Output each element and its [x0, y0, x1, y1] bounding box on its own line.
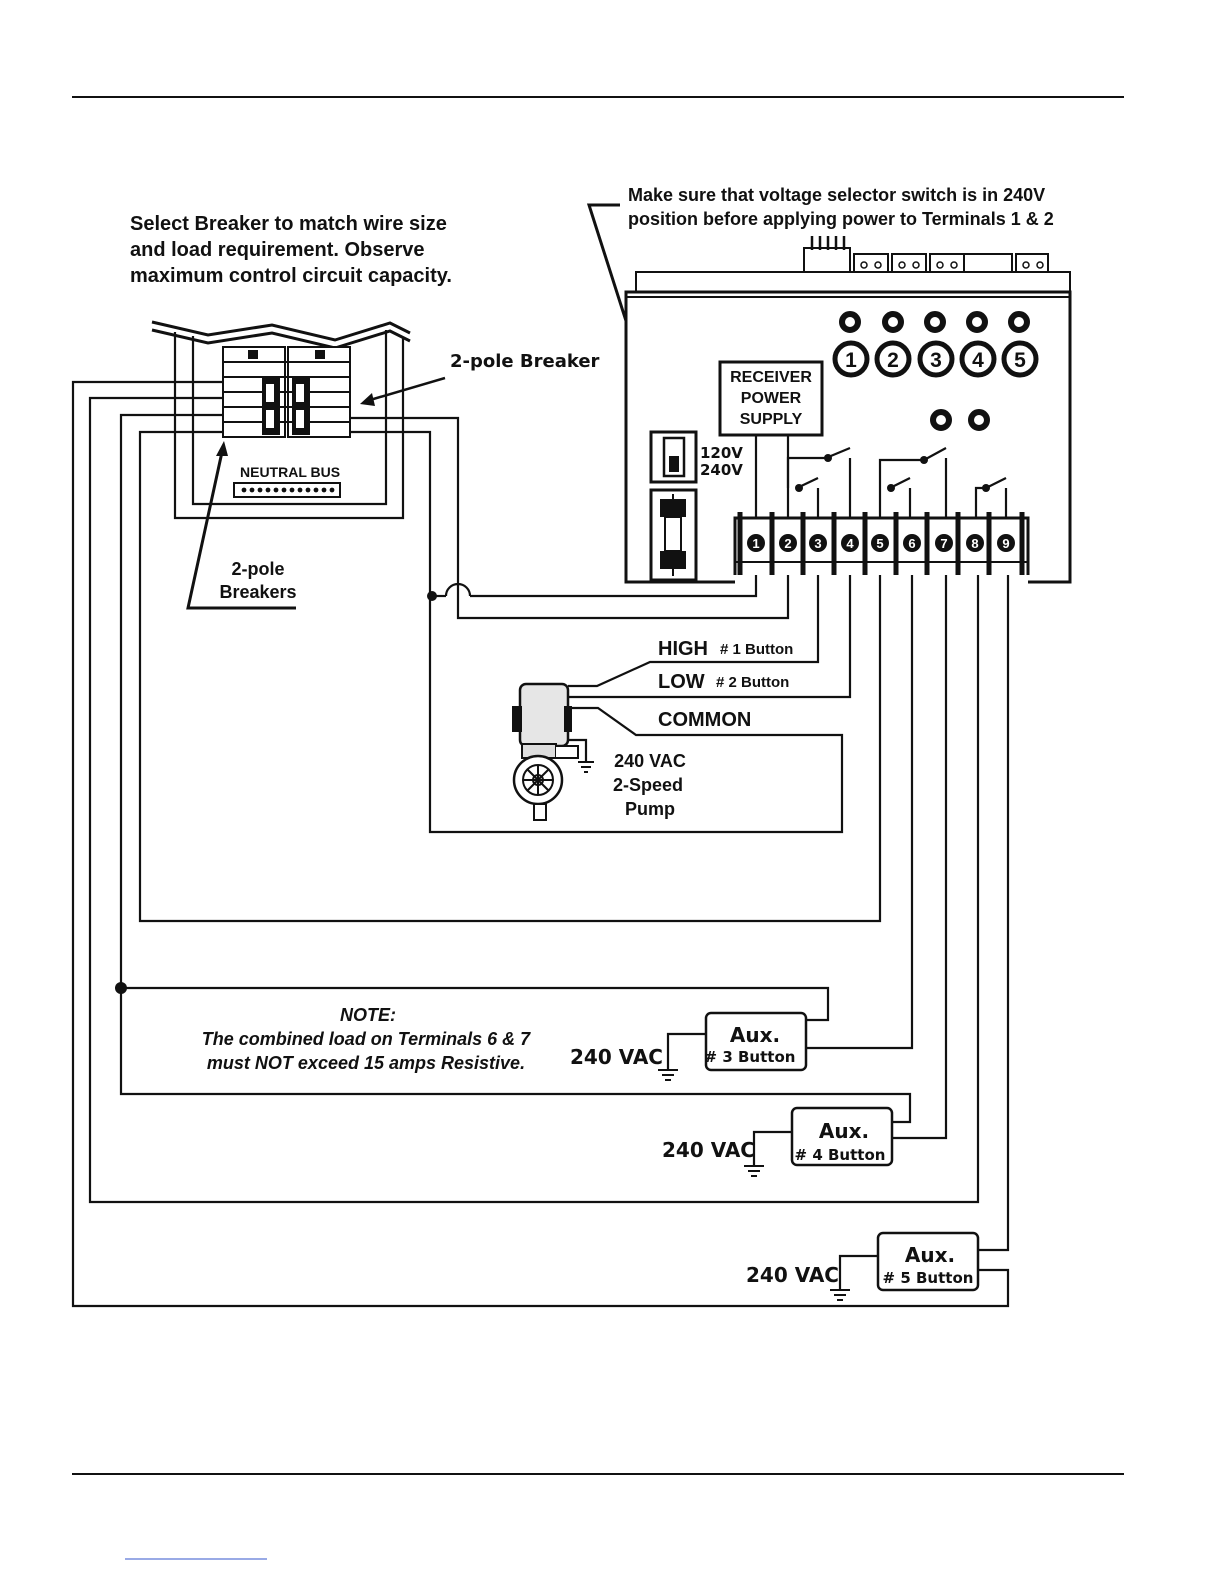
aux-3-title: Aux. [730, 1023, 780, 1047]
power-supply-line-3: SUPPLY [740, 411, 803, 428]
top-button-3: 3 [917, 340, 955, 378]
aux-4-device: Aux. # 4 Button 240 VAC [662, 1106, 894, 1177]
pump-labels: HIGH # 1 Button LOW # 2 Button COMMON 24… [613, 638, 793, 819]
two-pole-breaker-leader [369, 376, 446, 402]
power-supply-box [718, 360, 824, 437]
pump-low-label: LOW [658, 671, 705, 693]
power-supply-label: RECEIVER POWER SUPPLY [730, 369, 812, 428]
terminal-6: 6 [903, 534, 921, 552]
pump-label-line-2: 2-Speed [613, 775, 683, 795]
top-button-2: 2 [874, 340, 912, 378]
top-button-4-label: 4 [972, 349, 984, 372]
aux-3-button: # 3 Button [705, 1048, 796, 1066]
two-pole-breakers-arrowhead [216, 441, 228, 456]
neutral-bus-bar [233, 482, 341, 498]
voltage-selector-switch [649, 430, 698, 484]
load-note-line-1: The combined load on Terminals 6 & 7 [202, 1029, 531, 1049]
voltage-note: Make sure that voltage selector switch i… [628, 185, 1054, 229]
load-note-title: NOTE: [340, 1005, 396, 1025]
terminal-3: 3 [809, 534, 827, 552]
top-button-3-label: 3 [930, 349, 942, 372]
aux-4-button: # 4 Button [795, 1146, 886, 1164]
load-note-line-2: must NOT exceed 15 amps Resistive. [207, 1053, 525, 1073]
power-supply-line-2: POWER [741, 390, 802, 407]
top-button-2-label: 2 [887, 349, 899, 372]
pump-icon [512, 682, 594, 821]
top-button-1: 1 [832, 340, 870, 378]
relays [786, 446, 1008, 518]
neutral-bus-label: NEUTRAL BUS [240, 464, 340, 480]
terminal-6-label: 6 [908, 536, 915, 551]
fuse-holder [649, 488, 698, 582]
aux-3-voltage: 240 VAC [570, 1045, 663, 1069]
terminal-1: 1 [747, 534, 765, 552]
aux-3-device: Aux. # 3 Button 240 VAC [570, 1011, 808, 1081]
breaker-note: Select Breaker to match wire size and lo… [130, 213, 452, 287]
terminal-5-label: 5 [876, 536, 883, 551]
terminal-2: 2 [779, 534, 797, 552]
voltage-note-line-2: position before applying power to Termin… [628, 209, 1054, 229]
pump-high-label: HIGH [658, 638, 708, 660]
breaker-panel: NEUTRAL BUS [151, 320, 411, 520]
aux-5-title: Aux. [905, 1243, 955, 1267]
pump-common-label: COMMON [658, 709, 751, 731]
terminal-4-label: 4 [846, 536, 854, 551]
terminal-4: 4 [841, 534, 859, 552]
aux-5-voltage: 240 VAC [746, 1263, 839, 1287]
two-pole-breakers-line-1: 2-pole [231, 559, 284, 579]
terminal-7: 7 [935, 534, 953, 552]
two-pole-breaker-arrowhead [360, 393, 375, 406]
pump-label-line-3: Pump [625, 799, 675, 819]
aux-4-voltage: 240 VAC [662, 1138, 755, 1162]
terminal-1-label: 1 [752, 536, 759, 551]
breaker-note-line-1: Select Breaker to match wire size [130, 213, 447, 235]
breaker-note-line-2: and load requirement. Observe [130, 239, 425, 261]
top-button-5: 5 [1001, 340, 1039, 378]
two-pole-breakers-leader [186, 451, 296, 610]
terminal-2-label: 2 [784, 536, 791, 551]
power-supply-line-1: RECEIVER [730, 369, 812, 386]
pump-high-button-label: # 1 Button [720, 641, 793, 658]
pump-low-button-label: # 2 Button [716, 674, 789, 691]
two-pole-breakers-line-2: Breakers [219, 582, 296, 602]
pump-label-line-1: 240 VAC [614, 751, 686, 771]
load-note: NOTE: The combined load on Terminals 6 &… [202, 1005, 531, 1073]
terminal-9-label: 9 [1002, 536, 1009, 551]
aux-5-button: # 5 Button [883, 1269, 974, 1287]
voltage-option-240: 240V [700, 461, 743, 479]
voltage-option-120: 120V [700, 444, 743, 462]
terminal-5: 5 [871, 534, 889, 552]
top-button-4: 4 [959, 340, 997, 378]
two-pole-breakers-label: 2-pole Breakers [219, 559, 296, 602]
terminal-8-label: 8 [971, 536, 978, 551]
two-pole-breaker-label: 2-pole Breaker [450, 351, 600, 372]
terminal-3-label: 3 [814, 536, 821, 551]
terminal-8: 8 [966, 534, 984, 552]
top-button-1-label: 1 [845, 349, 857, 372]
top-button-5-label: 5 [1014, 349, 1026, 372]
aux-5-device: Aux. # 5 Button 240 VAC [746, 1231, 980, 1301]
voltage-note-line-1: Make sure that voltage selector switch i… [628, 185, 1045, 205]
breaker-note-line-3: maximum control circuit capacity. [130, 265, 452, 287]
wiring [71, 380, 1010, 1308]
terminal-9: 9 [997, 534, 1015, 552]
aux-4-title: Aux. [819, 1119, 869, 1143]
terminal-7-label: 7 [940, 536, 947, 551]
indicator-holes [839, 311, 1030, 431]
